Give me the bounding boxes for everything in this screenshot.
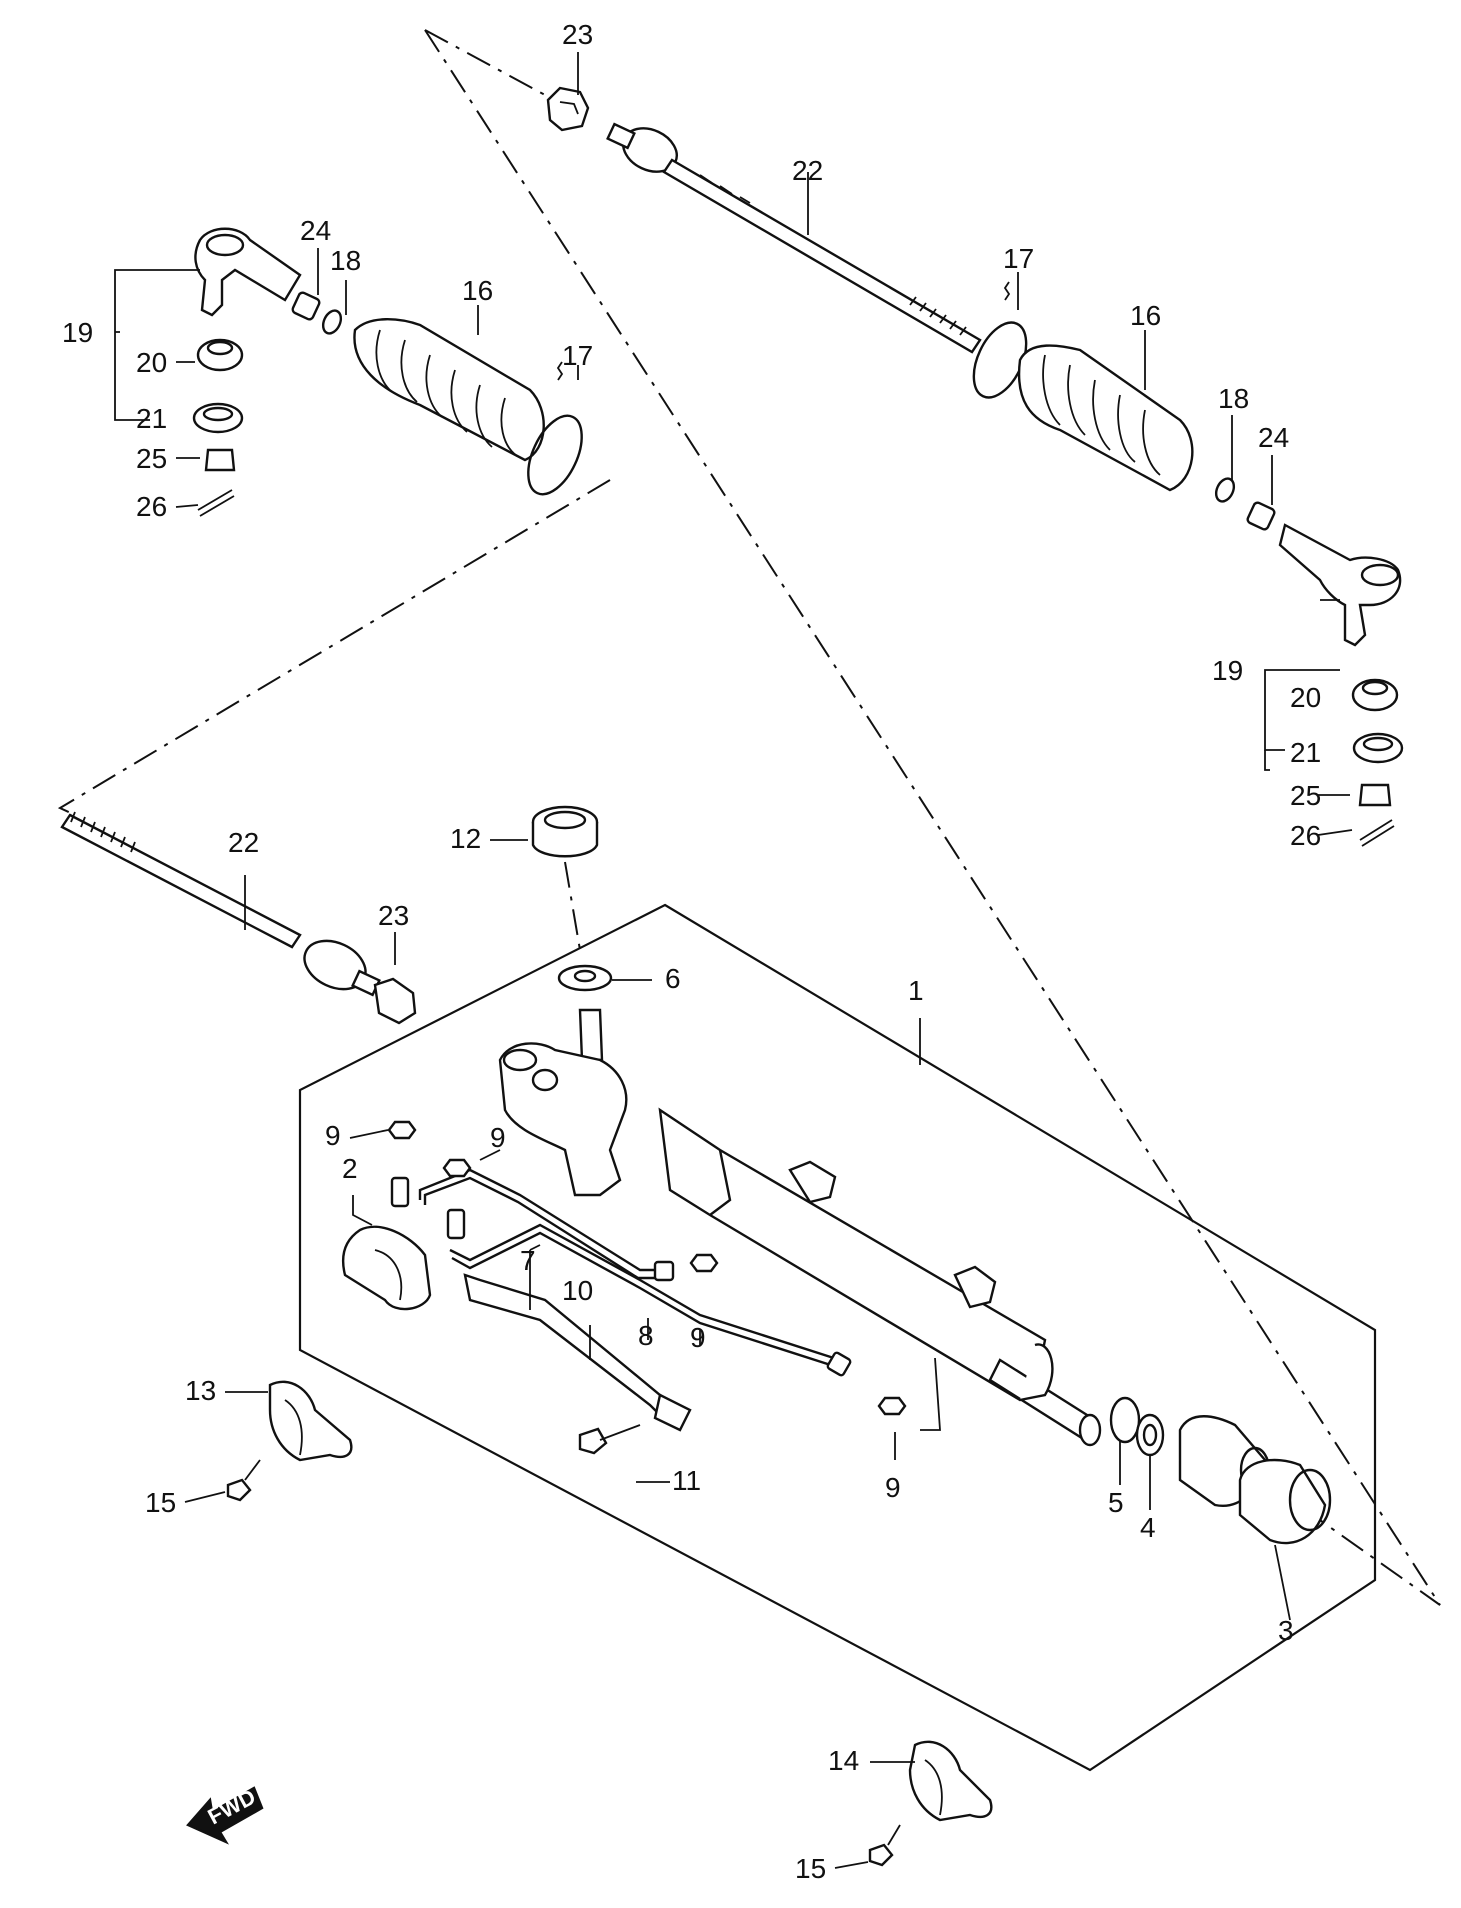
callout-26r: 26: [1290, 820, 1321, 851]
washer: [557, 964, 613, 992]
callout-16r: 16: [1130, 300, 1161, 331]
fwd-arrow-icon: FWD: [186, 1784, 264, 1845]
callout-17r: 17: [1003, 243, 1034, 274]
bolt-11: [578, 1427, 608, 1455]
callout-19r: 19: [1212, 655, 1243, 686]
lock-nut-right: [1246, 501, 1276, 531]
cotter-pin-left: [197, 489, 235, 517]
callout-1: 1: [908, 975, 924, 1006]
pipe-lower: [449, 1223, 841, 1362]
leader-lines: [114, 52, 1353, 1869]
callout-14: 14: [828, 1745, 859, 1776]
callout-21r: 21: [1290, 737, 1321, 768]
pipes-group: [387, 1120, 907, 1416]
callout-24r: 24: [1258, 422, 1289, 453]
callout-10: 10: [562, 1275, 593, 1306]
callout-21l: 21: [136, 403, 167, 434]
callout-8: 8: [638, 1320, 654, 1351]
nut-9a: [387, 1120, 417, 1140]
assembly-boundary: [298, 903, 1377, 1772]
callout-25l: 25: [136, 443, 167, 474]
callout-9d: 9: [885, 1472, 901, 1503]
callout-24l: 24: [300, 215, 331, 246]
lock-nut-left: [291, 291, 321, 321]
callout-13: 13: [185, 1375, 216, 1406]
callout-4: 4: [1140, 1512, 1156, 1543]
callout-17l: 17: [562, 340, 593, 371]
callout-18r: 18: [1218, 383, 1249, 414]
dash-leader-left: [57, 479, 611, 816]
callout-16l: 16: [462, 275, 493, 306]
nut-9c: [689, 1253, 719, 1273]
callout-12: 12: [450, 823, 481, 854]
clamp-ring-left: [527, 414, 583, 496]
clamp-2: [341, 1225, 432, 1311]
pinion-housing: [498, 1042, 628, 1197]
pipe-upper: [418, 1168, 660, 1272]
callout-22t: 22: [792, 155, 823, 186]
callout-11: 11: [672, 1465, 701, 1496]
cotter-pin-right: [1359, 819, 1395, 847]
boot-right: [1017, 344, 1194, 492]
tie-rod-left: [60, 813, 302, 949]
callout-6: 6: [665, 963, 681, 994]
nut-9d: [877, 1396, 907, 1416]
boot-cap-3: [1238, 1458, 1327, 1545]
callout-20r: 20: [1290, 682, 1321, 713]
snap-ring-5: [1109, 1396, 1141, 1444]
callout-2: 2: [342, 1153, 358, 1184]
castle-nut-right: [1358, 783, 1392, 807]
boot-right-group: [972, 281, 1404, 847]
bolt-15a: [226, 1478, 252, 1502]
callout-15a: 15: [145, 1487, 176, 1518]
callout-25r: 25: [1290, 780, 1321, 811]
tie-rod-top: [662, 158, 982, 354]
callout-23t: 23: [562, 19, 593, 50]
callout-20l: 20: [136, 347, 167, 378]
callout-18l: 18: [330, 245, 361, 276]
ring-4: [1135, 1413, 1165, 1457]
dash-leader-top: [424, 29, 546, 96]
castle-nut-left: [204, 448, 236, 472]
callout-9a: 9: [325, 1120, 341, 1151]
tie-rod-end-right: [1278, 523, 1402, 647]
callout-7: 7: [520, 1245, 536, 1276]
callout-5: 5: [1108, 1487, 1124, 1518]
lock-nut-left-rod: [373, 977, 417, 1025]
callout-9b: 9: [490, 1122, 506, 1153]
callout-3: 3: [1278, 1615, 1294, 1646]
pinion-seal-group: [531, 805, 613, 992]
callout-15b: 15: [795, 1853, 826, 1884]
callout-26l: 26: [136, 491, 167, 522]
mount-clamp-14: [908, 1740, 993, 1822]
callout-9c: 9: [690, 1322, 706, 1353]
mount-clamp-13: [268, 1380, 353, 1462]
steering-gear-housing: [498, 1008, 1102, 1447]
callout-22b: 22: [228, 827, 259, 858]
tie-rod-end-left: [194, 227, 302, 317]
tie-rod-left-group: [60, 811, 417, 1025]
boot-left-group: [192, 227, 583, 517]
callouts: 1 2 3 4 5 6 7 8 9 9 9 9 10 11 12 13 14 1…: [62, 19, 1321, 1884]
tie-rod-right-group: [546, 86, 982, 354]
nut-9b: [442, 1158, 472, 1178]
callout-19l: 19: [62, 317, 93, 348]
rack-tube: [658, 1107, 1047, 1402]
bolt-15b: [868, 1843, 894, 1867]
boot-left: [353, 318, 545, 462]
lock-nut-top: [546, 86, 590, 132]
callout-23b: 23: [378, 900, 409, 931]
